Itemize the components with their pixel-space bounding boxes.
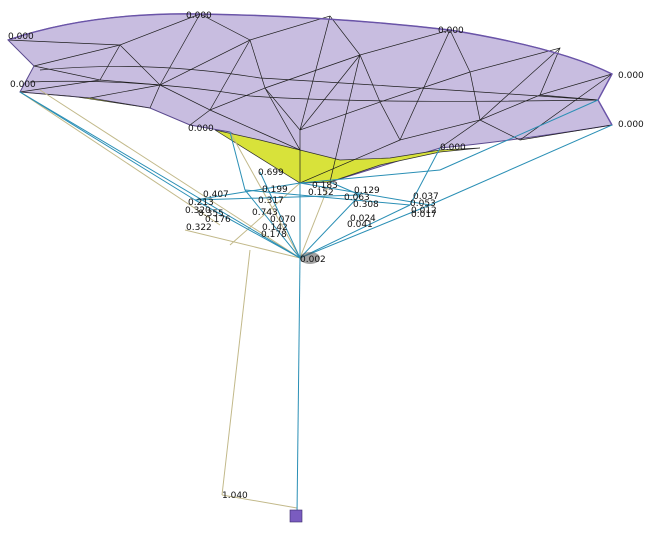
label-c7: 0.322: [186, 223, 212, 233]
tan-cables: [19, 89, 331, 509]
label-c9: 0.317: [258, 196, 284, 206]
label-c12: 0.142: [262, 223, 288, 233]
label-c19: 0.024: [350, 214, 376, 224]
label-c2: 0.407: [203, 190, 229, 200]
label-c4: 0.320: [185, 206, 211, 216]
blue-cables: [19, 91, 613, 516]
label-rim-top: 0.000: [186, 11, 212, 21]
label-c13: 0.178: [261, 230, 287, 240]
label-c24: 0.017: [411, 210, 437, 220]
label-c17: 0.063: [344, 193, 370, 203]
canopy-surface: [7, 13, 613, 184]
cable-network: [19, 89, 613, 523]
label-rim-top-left: 0.000: [8, 32, 34, 42]
label-rim-inner-right: 0.000: [440, 143, 466, 153]
label-c20: 0.041: [347, 220, 373, 230]
label-c22: 0.053: [410, 199, 436, 209]
label-c21: 0.037: [413, 192, 439, 202]
label-c6: 0.176: [205, 215, 231, 225]
label-hub: 0.002: [300, 255, 326, 265]
label-rim-left: 0.000: [10, 80, 36, 90]
label-c3: 0.213: [188, 198, 214, 208]
label-rim-top-right: 0.000: [438, 26, 464, 36]
label-c15: 0.152: [308, 188, 334, 198]
label-c14: 0.183: [312, 181, 338, 191]
anchor-block: [289, 509, 303, 523]
value-labels: 0.000 0.000 0.000 0.000 0.000 0.000 0.00…: [8, 11, 644, 501]
label-c18: 0.308: [353, 200, 379, 210]
canopy-underside-center: [214, 129, 481, 184]
label-c8: 0.199: [262, 185, 288, 195]
canopy-rim: [7, 13, 613, 126]
label-rim-left-inner: 0.000: [188, 124, 214, 134]
label-c16: 0.129: [354, 186, 380, 196]
label-c23: 0.012: [411, 206, 437, 216]
canopy-mesh: [7, 13, 613, 184]
label-c11: 0.070: [270, 215, 296, 225]
label-c1: 0.699: [258, 168, 284, 178]
label-rim-right-low: 0.000: [618, 120, 644, 130]
label-bottom: 1.040: [222, 491, 248, 501]
cable-hub: [300, 252, 320, 264]
label-c10: 0.743: [252, 208, 278, 218]
label-c5: 0.355: [198, 209, 224, 219]
label-rim-right: 0.000: [618, 71, 644, 81]
